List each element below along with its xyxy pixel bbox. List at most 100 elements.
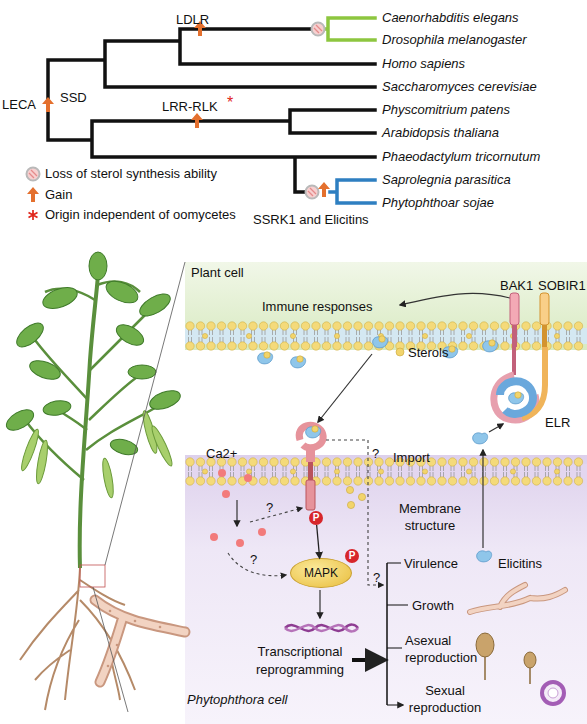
text-label: Immune responses [262,299,373,315]
soybean-plant [34,440,50,485]
legend-gain-sample [27,187,39,202]
soybean-plant [25,281,160,480]
text-label: Elicitins [498,556,542,572]
soybean-plant [103,277,141,308]
sterols-elicitins [258,352,273,364]
soybean-plant [140,410,159,455]
loss-symbol [312,23,325,36]
soybean-plant [40,283,80,312]
soybean-plant [13,319,48,352]
text-label: SSRK1 and Elicitins [253,212,369,228]
soybean-plant [42,399,72,418]
soybean-plant [95,600,185,682]
soybean-plant [109,437,140,458]
region-heading: Phytophthora cell [187,692,287,708]
plant-receptors [522,347,545,418]
gain-arrow [191,113,203,128]
text-label: Sexual reproduction [403,682,487,716]
text-label: SSD [60,90,87,106]
pathogen-signaling [299,425,323,447]
text-label: Asexual reproduction [405,632,487,666]
question-mark: ? [250,552,257,568]
species-name: Arabidopsis thaliana [382,125,499,141]
text-label: Sterols [408,345,448,361]
soybean-plant [149,424,175,467]
soybean-plant [109,610,112,613]
plant-receptors [494,375,536,420]
soybean-plant [19,428,42,472]
soybean-plant [134,620,137,623]
question-mark: ? [373,570,380,586]
text-label: Transcriptional reprogramming [235,643,365,679]
soybean-plant [19,410,175,499]
pathogen-signaling [306,426,321,438]
species-name: Phytophthoar sojae [382,195,494,211]
text-label: BAK1 [500,278,533,294]
text-label: LECA [2,97,36,113]
plant-receptors [500,381,533,414]
soybean-plant [159,626,162,629]
question-mark: ? [372,446,379,462]
soybean-plant [27,357,63,383]
soybean-plant [20,568,135,710]
green-branch [324,18,375,40]
text-label: Membrane structure [390,500,470,534]
text-label: ELR [545,415,570,431]
soybean-plant [101,458,116,499]
text-label: Virulence [404,556,458,572]
sterols-elicitins [318,354,372,422]
soybean-plant [113,321,147,350]
soybean-plant [147,387,183,413]
species-name: Saprolegnia parasitica [382,172,511,188]
soybean-plant [136,290,173,321]
pathogen-cell-band: Phytophthora cell MAPK P P [185,455,587,724]
phylogenetic-tree [27,18,376,220]
legend-text: Origin independent of oomycetes [45,207,236,223]
soybean-plant [3,252,183,457]
soybean-plant [107,610,162,668]
soybean-plant [89,252,107,280]
sterols-elicitins [473,433,488,444]
soybean-plant [3,252,185,712]
species-name: Drosophila melanogaster [382,32,527,48]
loss-symbol [306,186,319,199]
soybean-plant [107,665,110,668]
gain-arrow [318,182,330,197]
text-label: LDLR [176,12,209,28]
species-name: Physcomitrium patens [382,102,510,118]
node-label: P [349,551,356,561]
text-label: Import [393,450,430,466]
node-label: P [313,513,320,523]
species-name: Caenorhabditis elegans [382,10,519,26]
region-heading: Plant cell [191,265,244,281]
legend-asterisk-sample [29,210,38,220]
sterols-elicitins [291,356,306,368]
text-label: Ca2+ [206,446,237,462]
soybean-plant [95,600,185,682]
text-label: * [227,95,233,111]
plant-receptors [512,347,516,375]
species-name: Saccharomyces cerevisiae [382,79,537,95]
plant-cell-band: Plant cell [185,262,587,350]
legend-loss-sample [27,168,40,181]
text-label: LRR-RLK [162,99,218,115]
soybean-plant [93,262,185,712]
species-name: Homo sapiens [382,56,465,72]
soybean-plant [80,275,98,568]
plant-receptors [509,392,524,404]
node-label: MAPK [304,567,338,579]
phospho-circle: P [345,549,359,563]
soybean-plant [128,365,156,379]
gain-arrow [42,97,54,112]
soybean-plant [116,644,119,647]
sterols-elicitins [489,424,503,432]
text-label: SOBIR1 [538,278,586,294]
question-mark: ? [266,500,273,516]
soybean-plant [80,565,105,587]
mapk-ellipse: MAPK [290,558,352,588]
blue-branch [330,180,375,203]
legend-text: Gain [45,187,72,203]
phospho-circle: P [309,511,323,525]
legend-text: Loss of sterol synthesis ability [45,166,217,182]
